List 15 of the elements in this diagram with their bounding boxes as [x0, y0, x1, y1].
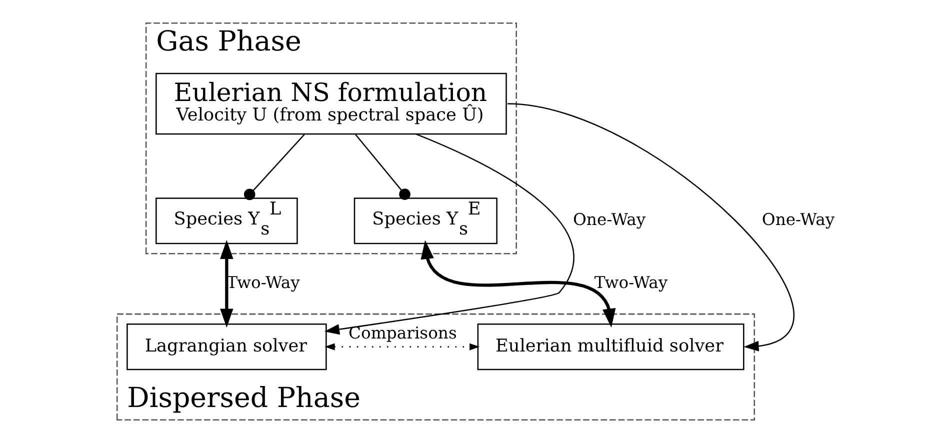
arrow — [506, 103, 794, 352]
node-box: Eulerian multifluid solver — [476, 324, 744, 370]
connector — [243, 134, 304, 200]
arrow — [220, 240, 233, 328]
edge-label: One-Way — [572, 210, 646, 230]
arrow — [420, 240, 616, 328]
arrow — [324, 133, 574, 335]
connector — [354, 134, 410, 200]
node-box: Lagrangian solver — [126, 324, 326, 370]
arrow — [324, 343, 480, 350]
node-box: Eulerian NS formulation Velocity U (from spectral space Û) — [155, 72, 506, 135]
edge-label: Two-Way — [226, 273, 300, 292]
edge-label: Comparisons — [348, 323, 456, 342]
edge-label: One-Way — [761, 210, 834, 230]
edge-label: Two-Way — [594, 273, 668, 292]
